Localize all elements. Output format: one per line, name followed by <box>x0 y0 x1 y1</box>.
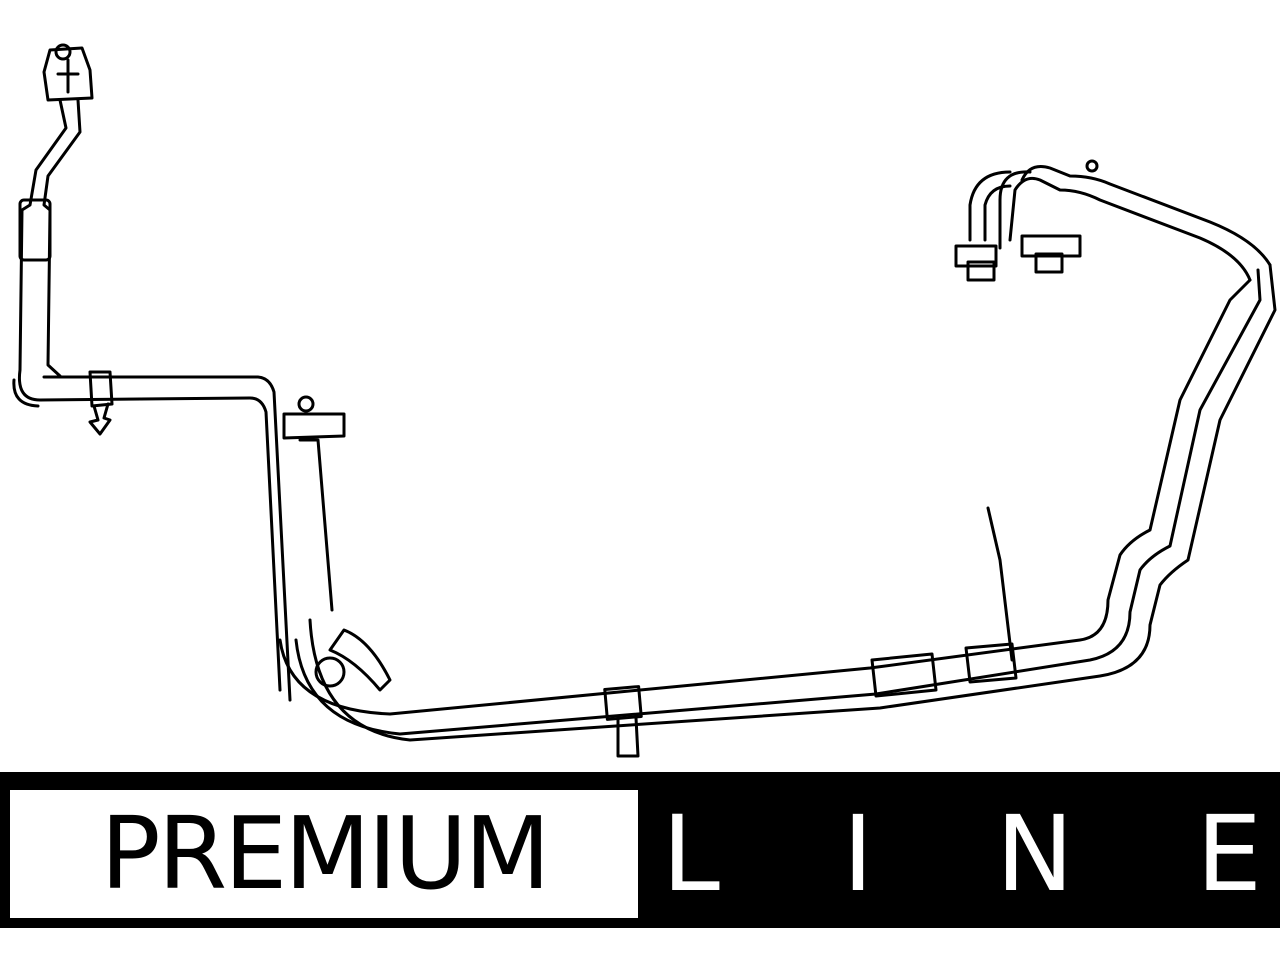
left-pipe <box>12 98 82 408</box>
line-letter-l: L <box>662 793 720 915</box>
upper-horizontal-pipe <box>38 370 292 702</box>
bracket <box>282 395 346 612</box>
line-letter-e: E <box>1196 793 1262 915</box>
right-fittings <box>954 159 1272 282</box>
top-left-fitting <box>42 43 94 102</box>
lower-pipe <box>278 263 1277 758</box>
hose-line-drawing <box>12 43 1277 758</box>
line-letter-i: I <box>842 793 874 915</box>
line-label: L I N E <box>662 790 1262 918</box>
line-letter-n: N <box>995 793 1074 915</box>
premium-label: PREMIUM <box>100 795 550 912</box>
premium-label-box: PREMIUM <box>10 790 638 918</box>
